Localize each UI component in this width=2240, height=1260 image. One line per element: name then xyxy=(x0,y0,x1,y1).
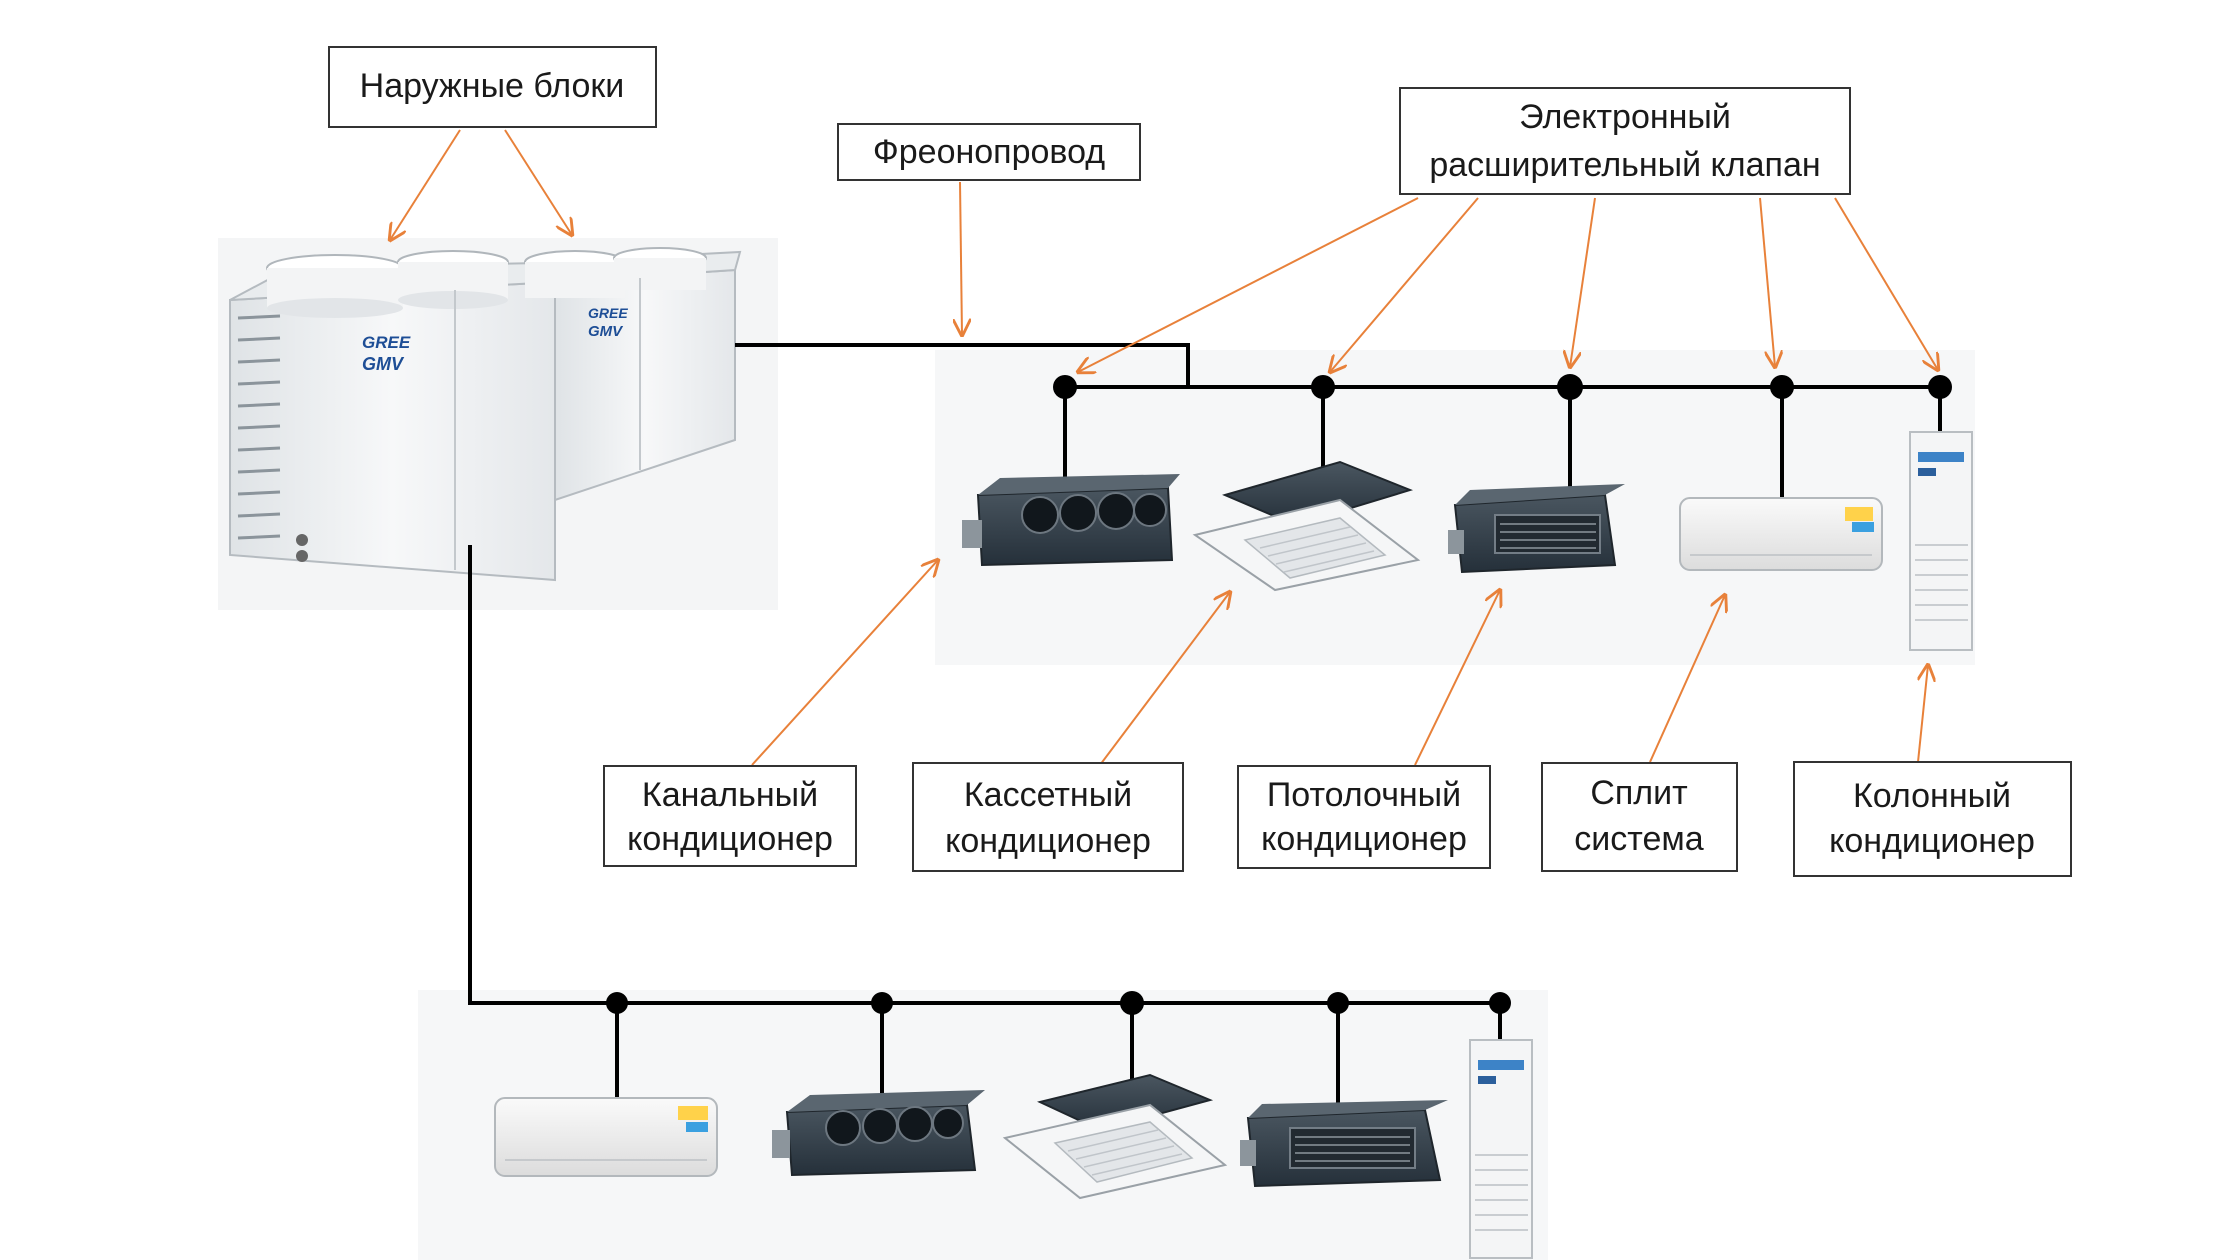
ceiling-grille-icon xyxy=(1494,514,1601,554)
pipe-top-main xyxy=(735,343,1190,385)
indoor-split-unit-top xyxy=(1679,497,1883,571)
outdoor-grille-icon xyxy=(237,314,281,540)
label-text: кондиционер xyxy=(1829,822,2035,860)
indoor-cassette-unit-bottom xyxy=(1002,1073,1228,1200)
valve-icon xyxy=(1327,992,1349,1014)
label-text: Электронный xyxy=(1519,98,1731,136)
valve-icon xyxy=(1770,375,1794,399)
label-outdoor-units: Наружные блоки xyxy=(328,46,657,128)
valve-icon xyxy=(1311,375,1335,399)
valve-icon xyxy=(1928,375,1952,399)
label-refrigerant-pipe: Фреонопровод xyxy=(837,123,1141,181)
valve-icon xyxy=(606,992,628,1014)
indoor-cassette-unit-top xyxy=(1192,460,1421,592)
indoor-split-unit-bottom xyxy=(494,1097,718,1177)
label-text: Фреонопровод xyxy=(873,133,1105,171)
ceiling-grille-icon xyxy=(1289,1127,1416,1169)
indoor-column-unit-bottom xyxy=(1469,1039,1533,1259)
label-column: Колонный кондиционер xyxy=(1793,761,2072,877)
label-text: кондиционер xyxy=(1261,820,1467,858)
label-duct: Канальный кондиционер xyxy=(603,765,857,867)
label-text: кондиционер xyxy=(945,822,1151,860)
duct-fan-icon xyxy=(825,1106,964,1146)
brand-logo: GREE xyxy=(588,305,628,321)
label-eev: Электронный расширительный клапан xyxy=(1399,87,1851,195)
refrigerant-pipes xyxy=(468,343,1942,1105)
duct-fan-icon xyxy=(1021,492,1167,534)
indoor-column-unit-top xyxy=(1909,431,1973,651)
valve-icon xyxy=(871,992,893,1014)
label-text: Кассетный xyxy=(964,776,1132,814)
indoor-ceiling-unit-top xyxy=(1448,484,1625,574)
pipe-bottom-main xyxy=(468,545,1500,1005)
label-text: система xyxy=(1574,820,1703,858)
valve-icon xyxy=(1557,374,1583,400)
label-text: Колонный xyxy=(1853,777,2011,815)
indoor-ceiling-unit-bottom xyxy=(1240,1100,1448,1188)
label-text: Потолочный xyxy=(1267,776,1461,814)
label-text: расширительный клапан xyxy=(1429,146,1820,184)
label-split: Сплит система xyxy=(1541,762,1738,872)
label-ceiling: Потолочный кондиционер xyxy=(1237,765,1491,869)
label-text: Канальный xyxy=(642,776,818,814)
label-text: кондиционер xyxy=(627,820,833,858)
eev-valves xyxy=(606,374,1952,1015)
label-text: Сплит xyxy=(1590,774,1687,812)
indoor-duct-unit-bottom xyxy=(772,1090,985,1177)
label-cassette: Кассетный кондиционер xyxy=(912,762,1184,872)
brand-logo: GREE xyxy=(362,333,411,352)
valve-icon xyxy=(1053,375,1077,399)
brand-series: GMV xyxy=(362,354,405,374)
outdoor-units: GREE GMV GREE GMV xyxy=(229,247,742,582)
annotation-arrows xyxy=(390,129,1938,766)
valve-icon xyxy=(1120,991,1144,1015)
valve-icon xyxy=(1489,992,1511,1014)
indoor-duct-unit-top xyxy=(962,474,1180,567)
brand-series: GMV xyxy=(588,323,624,340)
label-text: Наружные блоки xyxy=(360,67,625,105)
